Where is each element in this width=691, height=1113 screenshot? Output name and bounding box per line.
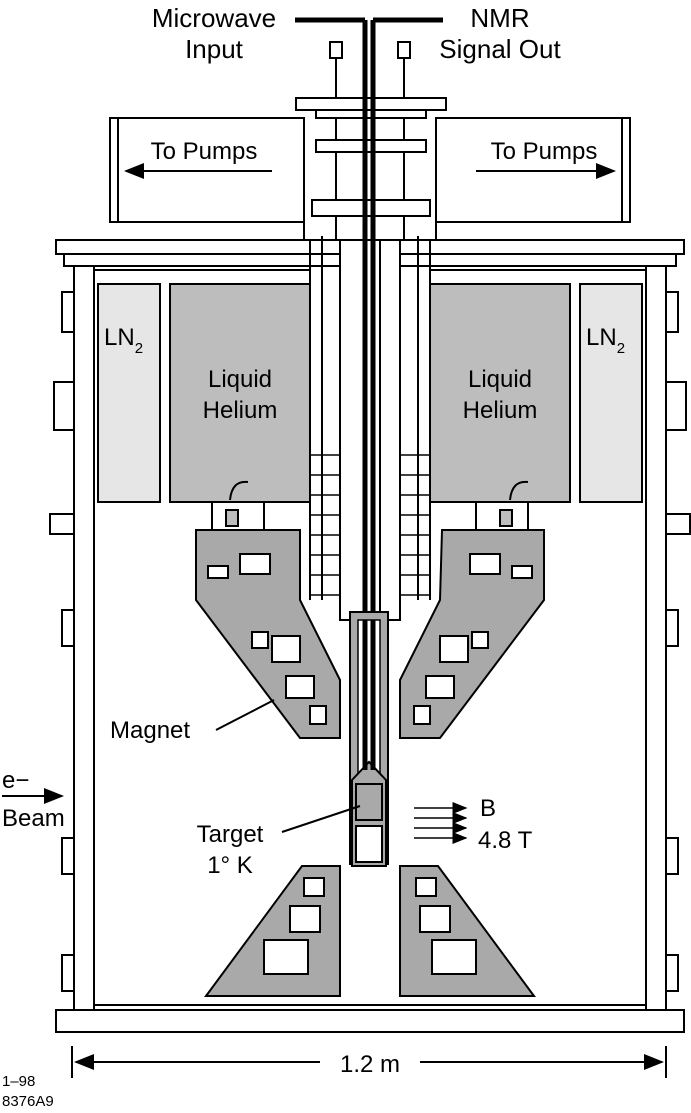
helium-reservoir-right bbox=[429, 283, 571, 503]
field-arrows bbox=[414, 802, 468, 844]
helium-left-label-line2: Helium bbox=[203, 397, 278, 424]
central-insert bbox=[309, 236, 431, 621]
magnet-upper-right bbox=[399, 529, 545, 739]
ln2-right-label: LN2 bbox=[586, 324, 625, 357]
microwave-label-line2: Input bbox=[185, 34, 244, 64]
helium-feedthroughs bbox=[211, 480, 529, 531]
magnet-lower-left bbox=[204, 865, 341, 997]
helium-right-label-line2: Helium bbox=[463, 397, 538, 424]
nmr-connector bbox=[397, 41, 411, 59]
pump-housing bbox=[109, 97, 631, 240]
ln2-reservoir-left bbox=[97, 283, 161, 503]
beam-label-line1: e− bbox=[2, 767, 29, 794]
microwave-label-line1: Microwave bbox=[152, 3, 276, 33]
magnet-lower-right bbox=[399, 865, 536, 997]
magnet-leader bbox=[215, 699, 275, 731]
target-tail bbox=[349, 611, 389, 867]
nmr-label-line1: NMR bbox=[470, 3, 529, 33]
figure-code-line1: 1–98 bbox=[2, 1073, 35, 1090]
beam-label-line2: Beam bbox=[2, 805, 65, 832]
to-pumps-right-label: To Pumps bbox=[491, 138, 598, 165]
dimension-line bbox=[71, 1046, 667, 1078]
helium-left-label-line1: Liquid bbox=[208, 366, 272, 393]
nmr-label-line2: Signal Out bbox=[439, 34, 561, 64]
target-label-line1: Target bbox=[197, 821, 264, 848]
field-b-label: B bbox=[480, 795, 496, 822]
ln2-left-label: LN2 bbox=[104, 324, 143, 357]
helium-reservoir-left bbox=[169, 283, 311, 503]
to-pumps-left-label: To Pumps bbox=[151, 138, 258, 165]
target-cell bbox=[355, 783, 383, 821]
target-leader bbox=[281, 805, 361, 833]
ln2-reservoir-right bbox=[579, 283, 643, 503]
magnet-upper-left bbox=[195, 529, 341, 739]
magnet-label: Magnet bbox=[110, 717, 190, 744]
dimension-label: 1.2 m bbox=[340, 1051, 400, 1078]
target-label-line2: 1° K bbox=[207, 852, 253, 879]
field-value-label: 4.8 T bbox=[478, 827, 533, 854]
microwave-connector bbox=[329, 41, 343, 59]
figure-code-line2: 8376A9 bbox=[2, 1093, 54, 1110]
helium-right-label-line1: Liquid bbox=[468, 366, 532, 393]
